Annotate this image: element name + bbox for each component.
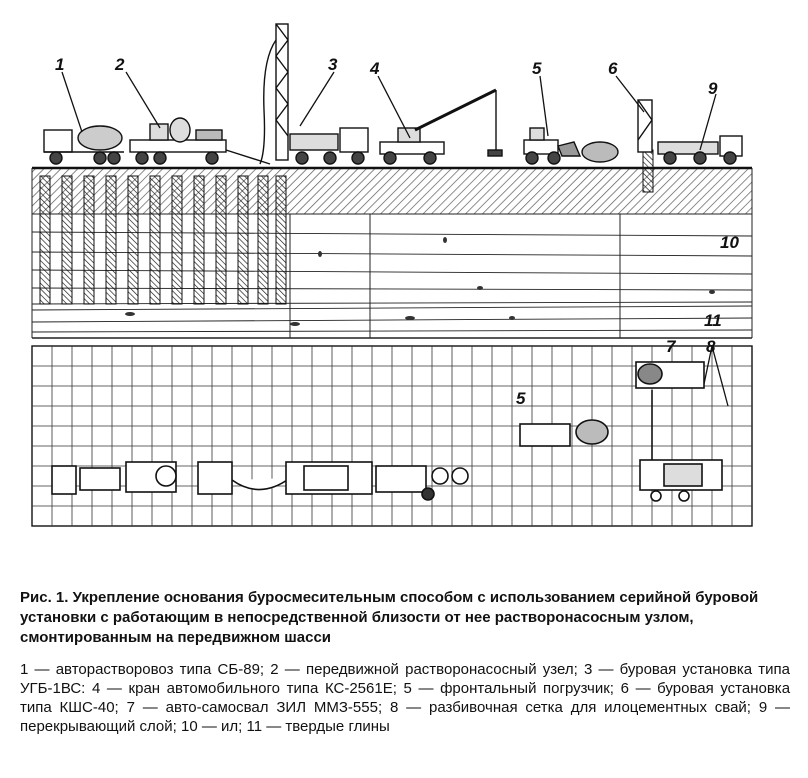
legend-item-11: 11 — твердые глины [246, 718, 390, 735]
legend-item-2: 2 — передвижной растворонасосный узел; [270, 661, 578, 678]
callout-9: 9 [708, 79, 718, 98]
legend-item-7: 7 — авто-самосвал ЗИЛ ММЗ-555; [126, 699, 383, 716]
legend-item-10: 10 — ил; [180, 718, 243, 735]
legend-item-6: 6 — буровая установка типа КШС-40; [20, 680, 791, 716]
mortar-truck-1 [43, 125, 124, 165]
callout-10: 10 [720, 233, 739, 252]
legend-item-1: 1 — авторастворовоз типа СБ-89; [20, 661, 265, 678]
mortar-pump-unit-2 [129, 117, 271, 165]
callout-leaders [61, 71, 729, 407]
front-loader-5 [523, 127, 619, 165]
callout-11: 11 [704, 311, 722, 330]
callout-1: 1 [55, 55, 64, 74]
machines-section [43, 23, 743, 165]
legend-item-9: 9 — перекрывающий слой; [20, 699, 791, 735]
figure-legend: 1 — авторастворовоз типа СБ-89; 2 — пере… [20, 660, 790, 736]
plan-view-machines [51, 361, 723, 502]
inclusions [125, 237, 715, 326]
legend-item-8: 8 — разбивочная сетка для илоцементных с… [389, 699, 751, 716]
soil-cement-piles [39, 175, 287, 305]
drilling-rig-3 [259, 23, 369, 165]
figure-caption: Рис. 1. Укрепление основания буросмесите… [20, 589, 759, 646]
callout-4: 4 [369, 59, 380, 78]
callout-2: 2 [114, 55, 125, 74]
callout-8: 8 [706, 337, 716, 356]
callout-3: 3 [328, 55, 338, 74]
construction-diagram: 1 2 3 4 5 6 9 10 11 7 8 5 [31, 23, 753, 527]
legend-item-5: 5 — фронтальный погрузчик; [403, 680, 614, 697]
clay-layer [31, 305, 753, 339]
legend-item-3: 3 — буровая установка типа УГБ-1ВС: [20, 661, 790, 697]
callout-5-plan: 5 [516, 389, 526, 408]
silt-layer [31, 213, 753, 305]
legend-item-4: 4 — кран автомобильного типа КС-2561Е; [91, 680, 397, 697]
callout-5: 5 [532, 59, 542, 78]
callout-6: 6 [608, 59, 618, 78]
drilling-rig-6 [637, 99, 743, 165]
cross-section [31, 149, 753, 339]
callout-7: 7 [666, 337, 677, 356]
truck-crane-4 [379, 88, 503, 165]
plan-view-grid [31, 345, 753, 527]
